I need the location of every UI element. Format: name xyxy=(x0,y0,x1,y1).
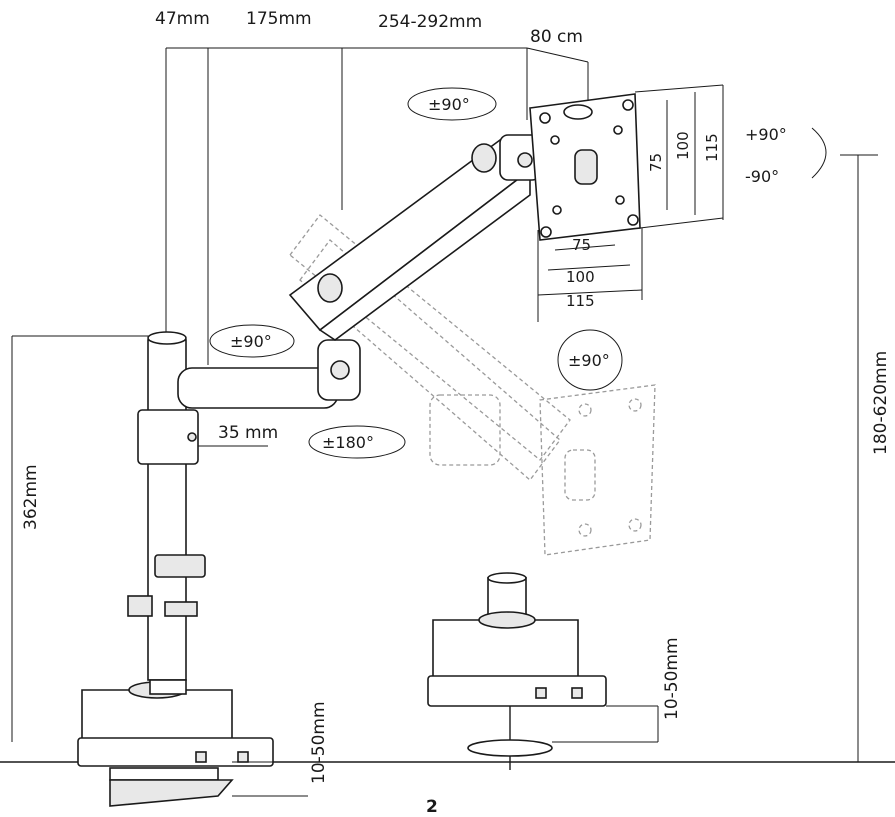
vesa-h-100-label: 100 xyxy=(566,268,595,286)
tilt-down-label: -90° xyxy=(745,167,779,186)
vesa-v-75-label: 75 xyxy=(647,153,665,172)
vesa-h-115-label: 115 xyxy=(566,292,595,310)
total-height-label: 180-620mm xyxy=(871,351,891,455)
base-swivel-label: ±180° xyxy=(322,433,374,452)
top-swivel-label: ±90° xyxy=(428,95,470,114)
pole-diameter-label: 35 mm xyxy=(218,423,278,443)
page-number: 2 xyxy=(426,797,438,817)
vesa-h-75-label: 75 xyxy=(572,236,591,254)
arm-joint-label: ±90° xyxy=(230,332,272,351)
pole-offset-label: 47mm xyxy=(155,9,210,29)
pole-height-label: 362mm xyxy=(21,464,41,530)
tilt-offset-label: 80 cm xyxy=(530,27,583,47)
arm-segment-label: 175mm xyxy=(246,9,312,29)
vesa-v-100-label: 100 xyxy=(674,131,692,160)
screen-rotation-label: ±90° xyxy=(568,351,610,370)
ghost-arm xyxy=(289,214,656,556)
vesa-dimension-lines xyxy=(537,84,724,322)
vesa-v-115-label: 115 xyxy=(703,133,721,162)
arm-extension-label: 254-292mm xyxy=(378,12,482,32)
rotation-arrows xyxy=(209,87,827,459)
clamp-range-right-label: 10-50mm xyxy=(662,637,682,720)
vesa-plate xyxy=(529,93,641,241)
right-grommet-base xyxy=(427,572,659,770)
left-clamp xyxy=(77,679,308,807)
tilt-up-label: +90° xyxy=(745,125,787,144)
top-dimension-lines xyxy=(165,47,589,365)
clamp-range-left-label: 10-50mm xyxy=(309,701,329,784)
lower-arm xyxy=(137,339,361,465)
upper-arm xyxy=(288,134,541,341)
